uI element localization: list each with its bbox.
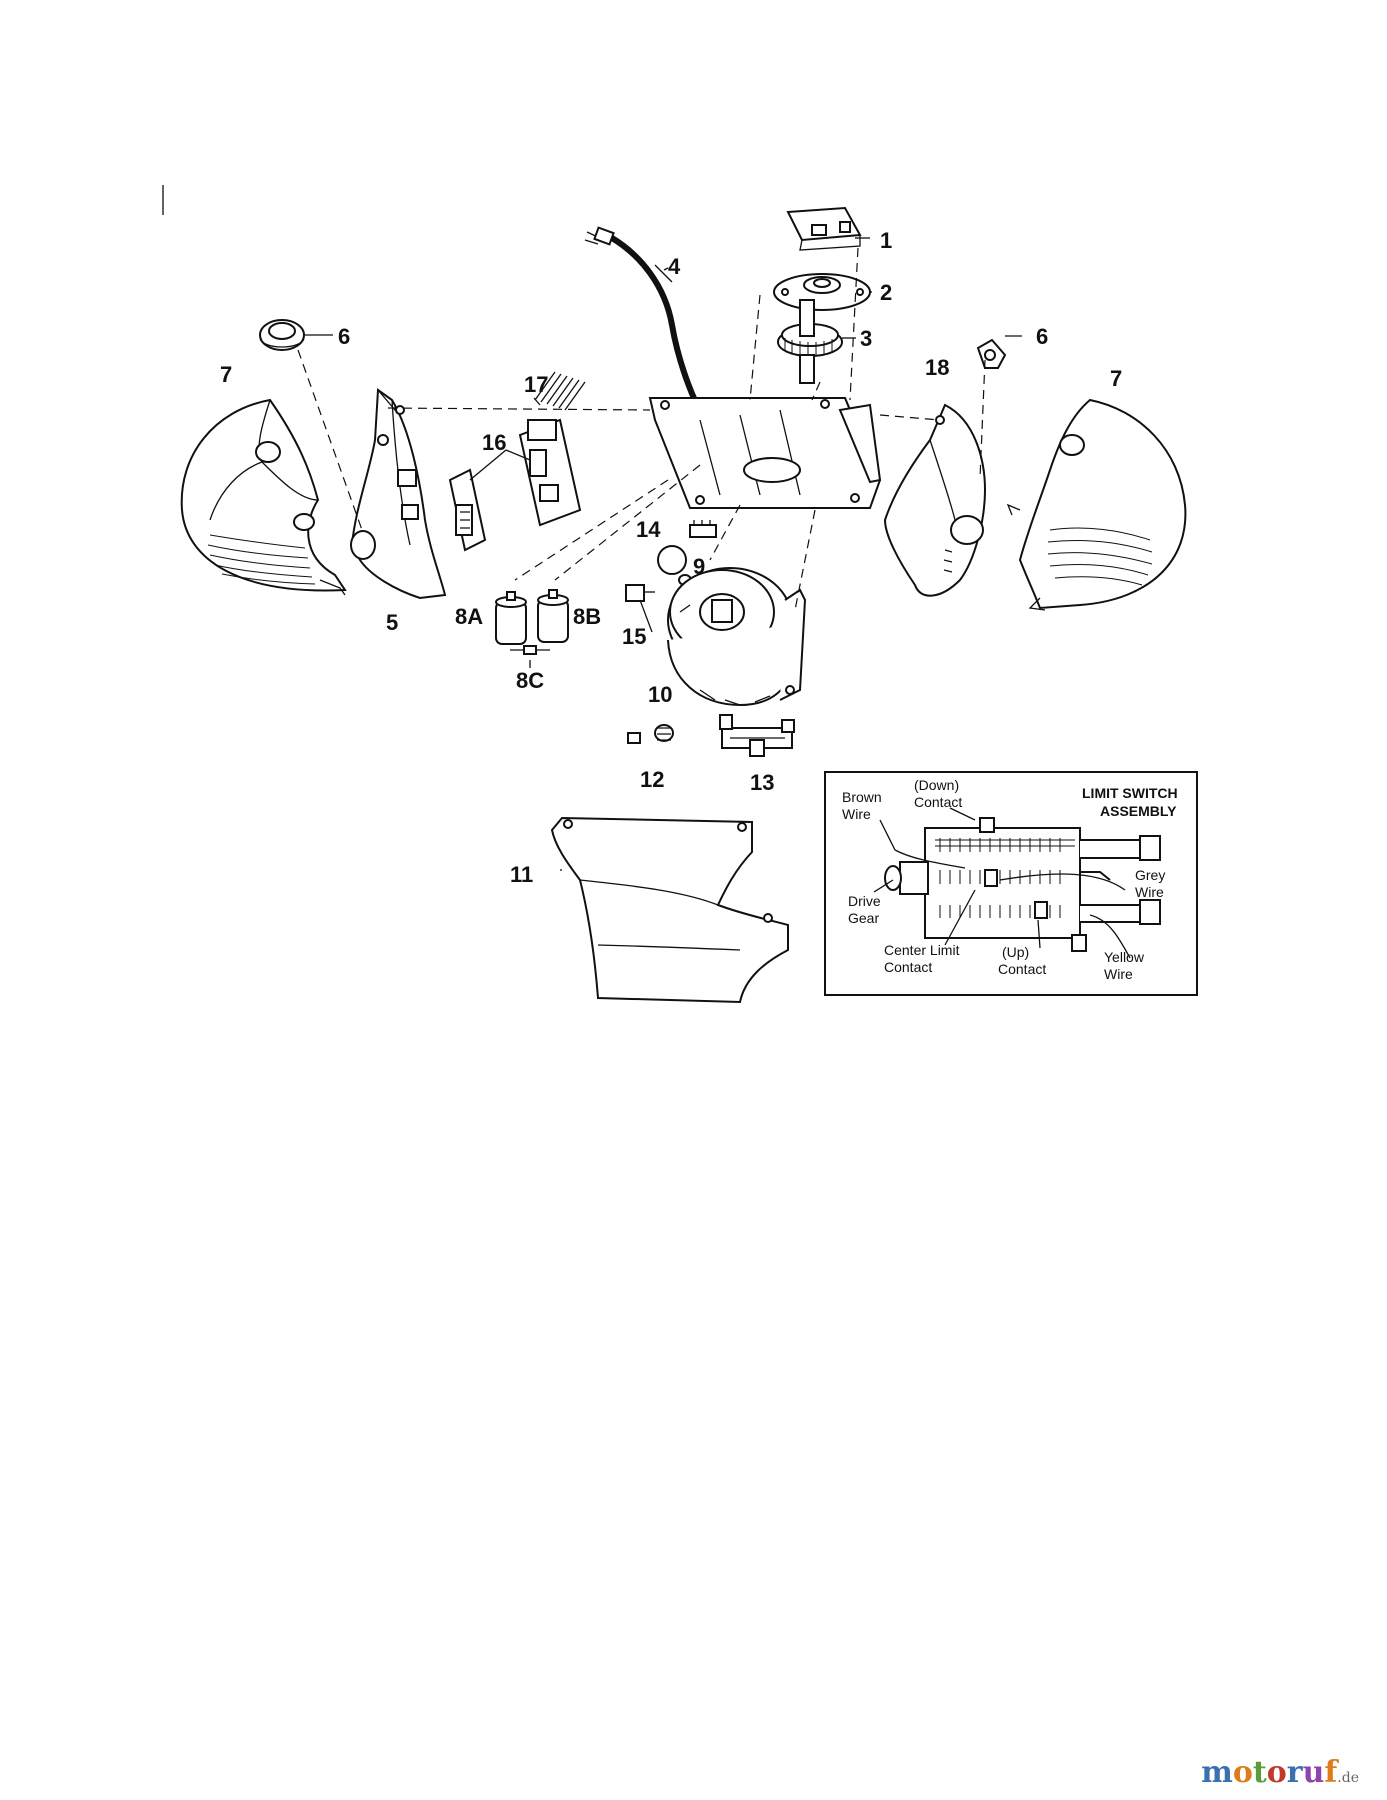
label-part-14: 14 [636, 517, 661, 542]
end-panel-left [350, 388, 447, 600]
label-part-5: 5 [386, 610, 398, 635]
watermark-letter: o [1266, 1755, 1287, 1790]
motor [667, 567, 807, 707]
terminal-block [448, 468, 487, 552]
label-center-limit-1: Center Limit [884, 942, 960, 958]
light-lens-knob-right [976, 338, 1007, 369]
label-up-contact-1: (Up) [1002, 944, 1029, 960]
label-part-8a: 8A [455, 604, 483, 629]
label-down-contact-1: (Down) [914, 777, 959, 793]
watermark-letter: t [1252, 1755, 1267, 1790]
label-part-10: 10 [648, 682, 672, 707]
part-labels: 1 2 3 4 5 6 6 7 7 8A 8B 8C 9 10 11 12 13… [220, 228, 1122, 887]
leader-lines [305, 237, 1022, 871]
label-down-contact-2: Contact [914, 794, 962, 810]
label-part-17: 17 [524, 372, 548, 397]
label-part-12: 12 [640, 767, 664, 792]
travel-switch [625, 584, 655, 602]
label-part-4: 4 [668, 254, 681, 279]
cover-shell-left [180, 398, 347, 596]
label-drive-gear-2: Gear [848, 910, 879, 926]
end-panel-right [883, 403, 987, 597]
label-brown-wire-2: Wire [842, 806, 871, 822]
label-part-2: 2 [880, 280, 892, 305]
logic-board [518, 418, 582, 527]
capacitor-8b [537, 589, 569, 643]
label-grey-wire-1: Grey [1135, 867, 1165, 883]
watermark-letter: u [1302, 1755, 1325, 1790]
label-part-6-left: 6 [338, 324, 350, 349]
inset-title-line-1: LIMIT SWITCH [1082, 785, 1178, 801]
watermark-letters: motoruf [1201, 1755, 1337, 1790]
cover-shell-right [1006, 398, 1187, 611]
inset-title-line-2: ASSEMBLY [1100, 803, 1177, 819]
chassis-frame [648, 397, 882, 509]
watermark-letter: r [1286, 1755, 1303, 1790]
label-part-11: 11 [510, 862, 533, 887]
rpm-sensor [689, 520, 717, 538]
label-grey-wire-2: Wire [1135, 884, 1164, 900]
capacitor-cap [657, 545, 687, 575]
label-part-6-right: 6 [1036, 324, 1048, 349]
label-up-contact-2: Contact [998, 961, 1046, 977]
watermark-letter: o [1232, 1755, 1253, 1790]
spring-clip [627, 724, 674, 744]
label-part-1: 1 [880, 228, 892, 253]
motoruf-watermark: motoruf.de [1201, 1755, 1359, 1790]
label-part-13: 13 [750, 770, 774, 795]
mounting-bracket [786, 206, 862, 251]
alignment-lines [297, 247, 986, 611]
label-part-7-right: 7 [1110, 366, 1122, 391]
watermark-letter: m [1201, 1755, 1233, 1790]
label-part-9: 9 [693, 554, 705, 579]
label-part-8c: 8C [516, 668, 544, 693]
label-part-16: 16 [482, 430, 506, 455]
limit-switch-assembly-part [719, 714, 795, 757]
limit-switch-inset: LIMIT SWITCH ASSEMBLY Brown Wire (Down) … [824, 771, 1198, 996]
label-center-limit-2: Contact [884, 959, 932, 975]
sprocket-bearing-plate [773, 273, 871, 311]
label-drive-gear-1: Drive [848, 893, 881, 909]
watermark-suffix: .de [1337, 1770, 1359, 1786]
label-part-18: 18 [925, 355, 949, 380]
drive-gear [777, 299, 843, 384]
label-yellow-wire-2: Wire [1104, 966, 1133, 982]
label-brown-wire-1: Brown [842, 789, 882, 805]
watermark-letter: f [1324, 1755, 1338, 1790]
bottom-cover [550, 816, 789, 1004]
label-part-15: 15 [622, 624, 646, 649]
light-lens-knob-left [259, 319, 305, 351]
label-part-7-left: 7 [220, 362, 232, 387]
capacitor-strap-8c [510, 645, 550, 655]
power-cord [584, 226, 700, 407]
label-part-3: 3 [860, 326, 872, 351]
wire-harness [527, 371, 586, 441]
label-part-8b: 8B [573, 604, 601, 629]
label-yellow-wire-1: Yellow [1104, 949, 1145, 965]
capacitor-8a [495, 591, 527, 645]
